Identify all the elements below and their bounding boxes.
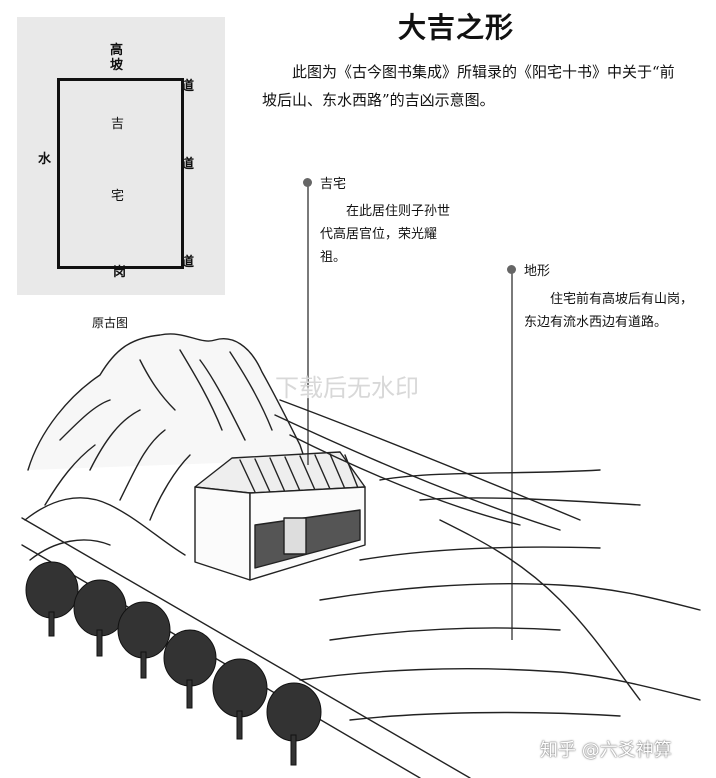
annotation-house-title: 吉宅 [320, 177, 347, 192]
map-label-center-1: 吉 [110, 117, 124, 132]
page-title: 大吉之形 [398, 11, 515, 44]
map-label-right-3: 道 [180, 255, 194, 270]
watermark-download: 下载后无水印 [275, 374, 419, 402]
marker-dot-terrain [507, 265, 516, 274]
original-ancient-map: 高坡 水 道 道 道 岗 吉 宅 [17, 17, 225, 295]
annotation-terrain-title: 地形 [524, 264, 551, 279]
tree-row [25, 561, 322, 766]
page-description: 此图为《古今图书集成》所辑录的《阳宅十书》中关于“前坡后山、东水西路”的吉凶示意… [262, 63, 675, 109]
map-label-center-2: 宅 [110, 189, 124, 204]
marker-dot-house [303, 178, 312, 187]
map-label-top: 高坡 [109, 43, 123, 73]
annotation-house-text: 在此居住则子孙世代高居官位，荣光耀祖。 [320, 204, 451, 265]
map-label-bottom: 岗 [112, 265, 126, 280]
mountain [27, 333, 306, 471]
house-wall [194, 486, 251, 581]
watermark-zhihu: 知乎 @六爻神算 [540, 740, 672, 761]
road [274, 399, 581, 531]
annotation-terrain-text: 住宅前有高坡后有山岗，东边有流水西边有道路。 [524, 292, 694, 330]
map-label-left: 水 [37, 152, 51, 167]
map-label-right-2: 道 [180, 157, 194, 172]
old-map-caption: 原古图 [92, 316, 129, 330]
map-label-right-1: 道 [180, 79, 194, 94]
river [439, 519, 641, 701]
map-frame [57, 78, 184, 269]
